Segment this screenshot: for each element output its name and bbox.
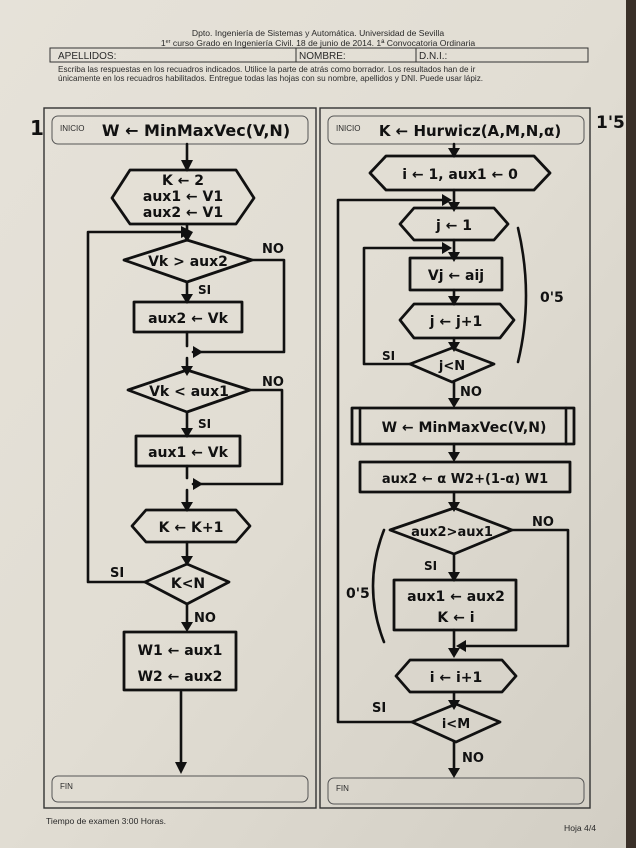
score-mark: 1'5 [596, 113, 625, 133]
right-init-text: i ← 1, aux1 ← 0 [402, 167, 518, 183]
left-no-label-1: NO [262, 242, 284, 257]
left-inicio-label: INICIO [60, 124, 84, 133]
right-update-k: K ← i [437, 610, 474, 626]
left-connectors [86, 142, 286, 770]
dni-label: D.N.I.: [419, 51, 447, 62]
right-subroutine-call-text: W ← MinMaxVec(V,N) [382, 420, 547, 436]
nombre-label: NOMBRE: [299, 51, 346, 62]
left-increment-k-text: K ← K+1 [159, 520, 224, 536]
right-no-label-aux: NO [532, 515, 554, 530]
left-output-box [122, 630, 238, 692]
right-i-increment [394, 658, 518, 694]
left-output-w2: W2 ← aux2 [138, 669, 223, 685]
left-no-label-2: NO [262, 375, 284, 390]
left-function-header: W ← MinMaxVec(V,N) [102, 121, 290, 140]
right-no-label-j: NO [460, 385, 482, 400]
right-update-aux1: aux1 ← aux2 [407, 589, 505, 605]
right-inicio-label: INICIO [336, 124, 360, 133]
left-init-aux1: aux1 ← V1 [143, 189, 223, 205]
left-assign-aux2 [132, 300, 244, 334]
left-cond-vk-lt-aux1 [126, 368, 252, 414]
problem-number-mark: 1 [30, 116, 44, 140]
right-cond-aux2-gt-aux1-text: aux2>aux1 [411, 525, 493, 540]
right-j-init-text: j ← 1 [435, 218, 472, 234]
right-answer-box [319, 107, 591, 809]
left-fin-box [51, 775, 309, 803]
right-init-hexagon [368, 154, 552, 192]
left-init-hexagon [110, 168, 256, 226]
course-line: 1er curso Grado en Ingeniería Civil. 18 … [161, 38, 476, 48]
left-init-aux2: aux2 ← V1 [143, 205, 223, 221]
instructions-line-2: únicamente en los recuadros habilitados.… [58, 74, 483, 83]
right-aux2-assign-text: aux2 ← α W2+(1-α) W1 [382, 472, 548, 487]
right-bracket-1 [516, 226, 528, 364]
left-assign-aux1-text: aux1 ← Vk [148, 445, 228, 461]
right-subroutine-call [350, 406, 576, 446]
left-cond-vk-lt-aux1-text: Vk < aux1 [149, 384, 229, 400]
student-fields-box [49, 47, 589, 63]
right-vj-assign-text: Vj ← aij [428, 268, 484, 284]
right-j-increment-text: j ← j+1 [429, 314, 483, 330]
background-edge [626, 0, 636, 848]
right-no-label-i: NO [462, 751, 484, 766]
apellidos-label: APELLIDOS: [58, 51, 116, 62]
right-update-box [392, 578, 518, 632]
left-si-label-1: SI [198, 283, 211, 297]
left-si-label-3: SI [110, 566, 124, 581]
right-fin-label: FIN [336, 784, 349, 793]
left-cond-k-lt-n-text: K<N [171, 576, 205, 592]
instructions-line-1: Escriba las respuestas en los recuadros … [58, 65, 476, 74]
right-j-init [398, 206, 510, 242]
left-no-label-3: NO [194, 611, 216, 626]
exam-duration: Tiempo de examen 3:00 Horas. [46, 816, 166, 826]
right-cond-j-lt-n-text: j<N [438, 359, 465, 374]
right-cond-i-lt-m [410, 702, 502, 744]
left-init-k: K ← 2 [162, 173, 204, 189]
left-si-label-2: SI [198, 417, 211, 431]
left-answer-box [43, 107, 317, 809]
department-line: Dpto. Ingeniería de Sistemas y Automátic… [192, 28, 444, 38]
right-inicio-box [327, 115, 585, 145]
left-cond-vk-gt-aux2 [122, 238, 254, 284]
right-bracket-2 [371, 528, 386, 644]
right-partial-score-1: 0'5 [540, 290, 564, 306]
page-number: Hoja 4/4 [564, 823, 596, 833]
right-j-increment [398, 302, 516, 340]
left-inicio-box [51, 115, 309, 145]
right-fin-box [327, 777, 585, 805]
right-si-label-aux: SI [424, 559, 437, 573]
left-output-w1: W1 ← aux1 [138, 643, 223, 659]
right-aux2-assign [358, 460, 572, 494]
left-assign-aux1 [134, 434, 242, 468]
left-fin-label: FIN [60, 782, 73, 791]
right-cond-i-lt-m-text: i<M [442, 717, 470, 732]
left-cond-vk-gt-aux2-text: Vk > aux2 [148, 254, 228, 270]
left-cond-k-lt-n [143, 562, 231, 606]
left-arrowheads [175, 160, 203, 774]
right-function-header: K ← Hurwicz(A,M,N,α) [379, 122, 561, 140]
left-increment-k [130, 508, 252, 544]
right-cond-aux2-gt-aux1 [388, 506, 514, 556]
left-assign-aux2-text: aux2 ← Vk [148, 311, 228, 327]
right-partial-score-2: 0'5 [346, 586, 370, 602]
right-si-label-i: SI [372, 701, 386, 716]
right-i-increment-text: i ← i+1 [430, 670, 483, 686]
right-cond-j-lt-n [408, 346, 496, 384]
right-si-label-j: SI [382, 349, 395, 363]
right-vj-assign [408, 256, 504, 292]
